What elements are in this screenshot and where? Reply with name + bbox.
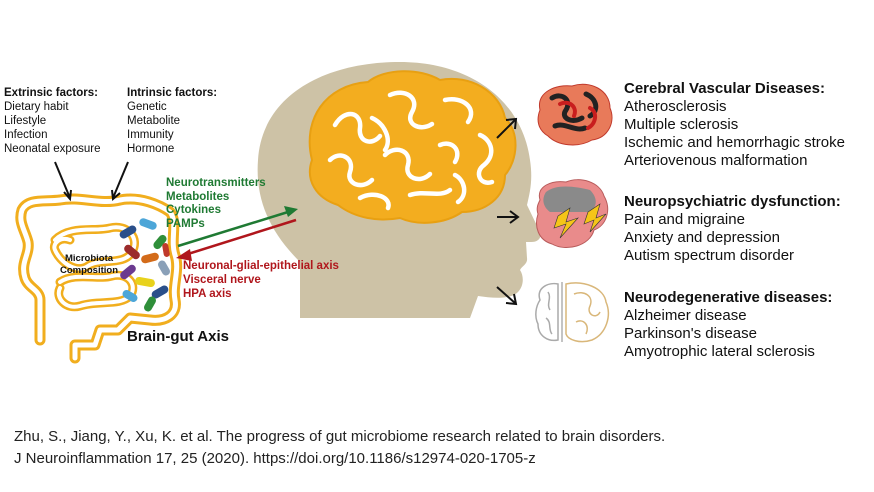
disease-item: Ischemic and hemorrhagic stroke bbox=[624, 134, 845, 151]
gut-to-brain-arrow bbox=[177, 206, 298, 248]
axis-title: Brain-gut Axis bbox=[127, 328, 229, 345]
citation-line: Zhu, S., Jiang, Y., Xu, K. et al. The pr… bbox=[14, 428, 666, 445]
brain-to-gut-arrow bbox=[176, 218, 297, 261]
intrinsic-heading: Intrinsic factors: bbox=[127, 87, 218, 99]
extrinsic-heading: Extrinsic factors: bbox=[4, 87, 98, 99]
factor-arrows bbox=[54, 161, 129, 202]
brain-to-gut-labels: Neuronal-glial-epithelial axis Visceral … bbox=[183, 259, 339, 301]
pathway-item: Visceral nerve bbox=[183, 274, 261, 286]
pathway-item: HPA axis bbox=[183, 288, 232, 300]
disease-item: Atherosclerosis bbox=[624, 98, 727, 115]
disease-item: Alzheimer disease bbox=[624, 307, 747, 324]
disease-block-neuropsychiatric: Neuropsychiatric dysfunction: Pain and m… bbox=[624, 193, 841, 265]
disease-heading: Neuropsychiatric dysfunction: bbox=[624, 193, 841, 210]
extrinsic-item: Lifestyle bbox=[4, 115, 47, 127]
bacteria-cluster bbox=[119, 218, 170, 312]
signal-item: Neurotransmitters bbox=[166, 177, 266, 189]
disease-item: Parkinson's disease bbox=[624, 325, 757, 342]
disease-block-cerebral-vascular: Cerebral Vascular Diseases: Atherosclero… bbox=[624, 80, 845, 170]
microbiota-label: Microbiota Composition bbox=[52, 253, 126, 277]
red-brain-icon bbox=[537, 83, 613, 146]
intrinsic-item: Genetic bbox=[127, 101, 167, 113]
intrinsic-item: Hormone bbox=[127, 143, 175, 155]
extrinsic-item: Infection bbox=[4, 129, 48, 141]
brain-shape bbox=[308, 70, 517, 224]
disease-item: Multiple sclerosis bbox=[624, 116, 739, 133]
lightning-brain-icon bbox=[536, 179, 609, 248]
extrinsic-item: Dietary habit bbox=[4, 101, 69, 113]
intrinsic-item: Metabolite bbox=[127, 115, 181, 127]
disease-item: Amyotrophic lateral sclerosis bbox=[624, 343, 815, 360]
microbiota-label-line: Composition bbox=[59, 265, 119, 276]
pathway-item: Neuronal-glial-epithelial axis bbox=[183, 260, 339, 272]
gut-to-brain-labels: Neurotransmitters Metabolites Cytokines … bbox=[166, 177, 266, 231]
disease-arrows bbox=[496, 117, 520, 306]
signal-item: Metabolites bbox=[166, 190, 230, 203]
intrinsic-factors-block: Intrinsic factors: Genetic Metabolite Im… bbox=[127, 86, 217, 156]
signal-item: Cytokines bbox=[166, 204, 221, 216]
disease-heading: Cerebral Vascular Diseases: bbox=[624, 80, 825, 97]
disease-block-neurodegenerative: Neurodegenerative diseases: Alzheimer di… bbox=[624, 289, 832, 361]
brain-section-icon bbox=[535, 282, 610, 343]
disease-item: Arteriovenous malformation bbox=[624, 152, 808, 169]
extrinsic-factors-block: Extrinsic factors: Dietary habit Lifesty… bbox=[4, 86, 101, 156]
disease-item: Anxiety and depression bbox=[624, 229, 780, 246]
extrinsic-item: Neonatal exposure bbox=[4, 143, 101, 155]
citation-line: J Neuroinflammation 17, 25 (2020). https… bbox=[14, 450, 536, 467]
disease-item: Autism spectrum disorder bbox=[624, 247, 795, 264]
brain-gyri bbox=[327, 90, 495, 211]
signal-item: PAMPs bbox=[166, 217, 205, 230]
disease-item: Pain and migraine bbox=[624, 211, 745, 228]
microbiota-label-line: Microbiota bbox=[64, 253, 114, 264]
disease-heading: Neurodegenerative diseases: bbox=[624, 289, 833, 306]
intrinsic-item: Immunity bbox=[127, 129, 174, 141]
citation: Zhu, S., Jiang, Y., Xu, K. et al. The pr… bbox=[14, 426, 665, 470]
